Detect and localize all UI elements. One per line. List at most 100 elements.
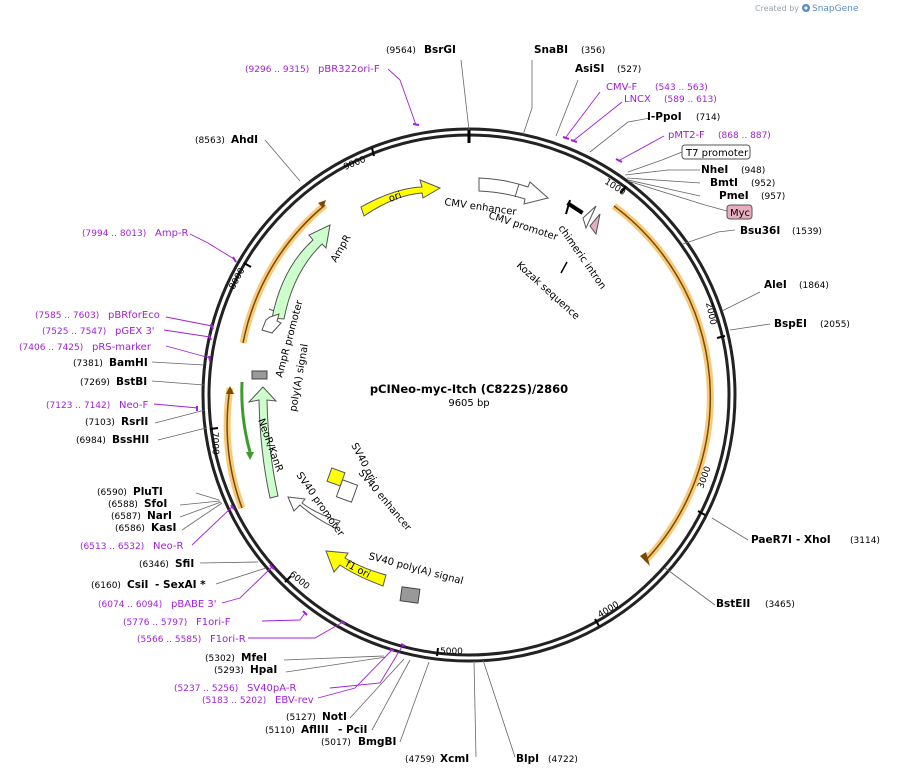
plasmid-length: 9605 bp — [448, 398, 489, 409]
primer-marks — [196, 123, 623, 652]
enzyme-name: SfoI — [144, 498, 167, 510]
plasmid-name: pCINeo-myc-Itch (C822S)/2860 — [370, 382, 568, 396]
feature-ampr-promoter-arrow — [261, 308, 282, 334]
enzyme-pos: (7103) — [85, 418, 115, 428]
primer-name: Amp-R — [155, 228, 189, 239]
enzyme-name: XcmI — [440, 753, 469, 765]
feature-sv40-polyA-box — [399, 586, 421, 604]
enzyme-pos: (714) — [696, 113, 720, 123]
feature-sv40-ori — [326, 467, 359, 503]
enzyme-name: PaeR7I — [751, 534, 792, 546]
enzyme-name: BamHI — [109, 357, 148, 369]
enzyme-pos: (7381) — [73, 359, 103, 369]
enzyme-name: BspEI — [774, 318, 807, 330]
feature-sv40-promoter-arrow — [287, 496, 341, 529]
primer-pos: (7525 .. 7547) — [42, 327, 106, 337]
t7-promoter-label: T7 promoter — [685, 148, 749, 159]
feature-label-ampr: AmpR — [329, 233, 353, 264]
primer-name: pBR322ori-F — [318, 64, 380, 75]
enzyme-name: PmeI — [719, 190, 749, 202]
enzyme-name: MfeI — [241, 652, 267, 664]
primer-name: pGEX 3' — [115, 326, 155, 337]
primer-name: CMV-F — [606, 82, 637, 93]
enzyme-pos: (6588) — [108, 500, 138, 510]
primer-pos: (6074 .. 6094) — [98, 600, 162, 610]
enzyme-pos: (5110) — [265, 726, 295, 736]
enzyme-pos: (952) — [751, 179, 775, 189]
feature-ampr-arrow — [271, 224, 331, 320]
primer-pos: (9296 .. 9315) — [245, 65, 309, 75]
primer-pos: (543 .. 563) — [655, 83, 708, 93]
orf-arrowhead-icon — [640, 552, 650, 566]
enzyme-pos: (8563) — [195, 136, 225, 146]
enzyme-extra: - SexAI * — [155, 579, 206, 591]
feature-kozak-marker — [560, 261, 568, 274]
primer-pos: (5566 .. 5585) — [137, 635, 201, 645]
tick-label-7000: 7000 — [209, 432, 220, 456]
enzyme-pos: (6586) — [115, 524, 145, 534]
primer-name: EBV-rev — [275, 695, 314, 706]
enzyme-name: HpaI — [250, 664, 277, 676]
enzyme-name: AsiSI — [575, 63, 604, 75]
primer-name: pRS-marker — [92, 342, 152, 353]
enzyme-name: NarI — [147, 510, 172, 522]
credit-brand: SnapGene — [812, 4, 859, 14]
feature-label-f1-ori: f1 ori — [344, 559, 372, 581]
enzyme-pos: (1864) — [799, 281, 829, 291]
enzyme-pos: (6346) — [139, 560, 169, 570]
enzyme-name: BssHII — [112, 434, 149, 446]
primer-pos: (7123 .. 7142) — [46, 401, 110, 411]
enzyme-pos: (5293) — [214, 666, 244, 676]
enzyme-pos: (527) — [617, 65, 641, 75]
primer-name: pBABE 3' — [171, 599, 217, 610]
enzyme-pos: (4759) — [405, 755, 435, 765]
primer-pos: (6513 .. 6532) — [80, 542, 144, 552]
enzyme-pos: (2055) — [820, 320, 850, 330]
enzyme-pos: (948) — [741, 166, 765, 176]
primer-name: SV40pA-R — [247, 683, 296, 694]
feature-ori-arrow — [360, 179, 442, 217]
enzyme-pos: (5302) — [205, 654, 235, 664]
enzyme-pos: (356) — [581, 46, 605, 56]
enzyme-name: BmgBI — [358, 736, 396, 748]
primer-name: F1ori-F — [196, 617, 231, 628]
enzyme-pos: (9564) — [386, 46, 416, 56]
primer-pos: (5776 .. 5797) — [123, 618, 187, 628]
feature-label-kozak: Kozak sequence — [514, 260, 581, 322]
enzyme-leader-lines — [151, 59, 771, 758]
primer-name: pBRforEco — [108, 310, 160, 321]
myc-box: Myc — [627, 180, 753, 220]
enzyme-name: AleI — [764, 279, 787, 291]
tick-label-2000: 2000 — [703, 302, 718, 327]
enzyme-name: AhdI — [231, 134, 258, 146]
enzyme-pos: (1539) — [792, 227, 822, 237]
credit-prefix: Created by — [755, 4, 799, 13]
orf-arcs — [223, 200, 714, 566]
primer-name: Neo-R — [153, 541, 184, 552]
feature-label-cmv-promoter: CMV promoter — [487, 210, 560, 243]
primer-pos: (7406 .. 7425) — [19, 343, 83, 353]
primer-name: LNCX — [624, 94, 651, 105]
enzyme-name: KasI — [151, 522, 176, 534]
primer-name: F1ori-R — [210, 634, 246, 645]
enzyme-pos: (6984) — [76, 436, 106, 446]
feature-label-sv40-enhancer: SV40 enhancer — [356, 468, 414, 534]
primer-leader-lines — [153, 68, 665, 699]
enzyme-pos: (3465) — [765, 600, 795, 610]
primer-pos: (5183 .. 5202) — [202, 696, 266, 706]
enzyme-pos: (6160) — [91, 581, 121, 591]
enzyme-pos: (4722) — [548, 755, 578, 765]
primer-pos: (7585 .. 7603) — [35, 311, 99, 321]
enzyme-name: PluTI — [133, 486, 163, 498]
feature-cmv-enhancer-arrow — [478, 177, 550, 205]
enzyme-name: SfiI — [175, 558, 194, 570]
tick-label-6000: 6000 — [287, 570, 311, 593]
feature-label-chimeric-intron: chimeric intron — [556, 223, 608, 291]
tick-label-5000: 5000 — [440, 647, 463, 657]
enzyme-name: AflIII — [301, 724, 329, 736]
enzyme-name: NotI — [322, 711, 347, 723]
enzyme-pos: (6590) — [97, 488, 127, 498]
enzyme-name: BstEII — [716, 598, 750, 610]
